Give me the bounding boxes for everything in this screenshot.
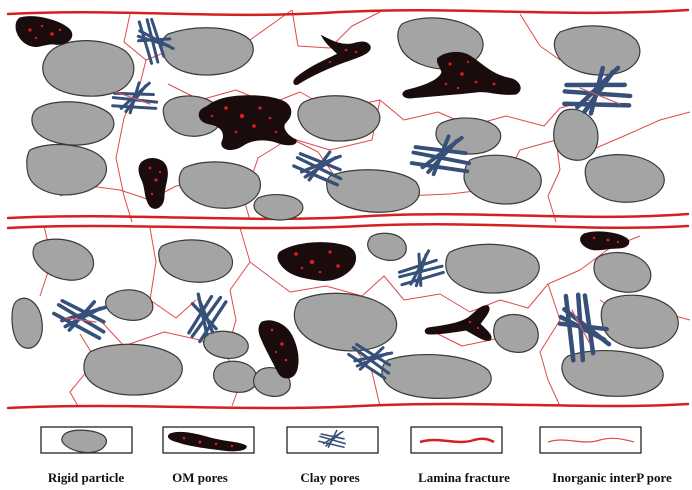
interp-pore [429, 329, 501, 347]
om-particle [198, 95, 297, 150]
rigid-particle [161, 27, 254, 76]
om-particle [277, 242, 356, 281]
legend-item-lamina-fracture: Lamina fracture [410, 426, 510, 485]
clay-clusters [48, 11, 632, 381]
interp-pore [539, 283, 561, 407]
om-particle [402, 51, 521, 99]
om-particle [258, 320, 299, 379]
om-particle [138, 158, 168, 209]
rigid-particle [213, 360, 258, 393]
legend-item-clay-pores: Clay pores [286, 426, 379, 485]
legend-box [539, 426, 642, 454]
legend-box [286, 426, 379, 454]
lamina-fracture-lines [6, 8, 690, 410]
legend-label: Lamina fracture [418, 470, 510, 485]
legend: Rigid particle OM pores Clay pores Lamin… [40, 426, 672, 485]
clay-cluster [48, 290, 113, 341]
rigid-particle [203, 330, 249, 359]
legend-item-inorganic-interp-pore: Inorganic interP pore [539, 426, 672, 485]
rigid-particle [493, 313, 539, 353]
rigid-particle [31, 101, 115, 146]
legend-lamina-swatch [419, 437, 495, 444]
legend-label: Rigid particle [48, 470, 124, 485]
rigid-particle [553, 108, 599, 161]
interp-pore [291, 9, 381, 49]
lamina-fracture-top [6, 8, 690, 17]
om-particle [293, 34, 371, 85]
legend-rigid-swatch [61, 429, 107, 454]
rigid-particle [367, 232, 407, 261]
rigid-particle [105, 289, 154, 321]
interp-pore [547, 139, 561, 223]
rigid-particle [32, 238, 95, 281]
rigid-particle [178, 161, 261, 209]
legend-label: Inorganic interP pore [552, 470, 672, 485]
legend-box [162, 426, 255, 454]
legend-label: OM pores [172, 470, 228, 485]
lamina-fracture-bottom [6, 402, 690, 410]
interp-pore [167, 83, 439, 121]
rigid-particle [83, 343, 183, 396]
rigid-particle [42, 40, 135, 97]
legend-interp-swatch [547, 437, 635, 443]
legend-om-swatch [167, 431, 247, 452]
rigid-particle [326, 169, 421, 213]
rigid-particle [253, 194, 304, 221]
interp-pore [249, 261, 471, 313]
om-particles [15, 16, 630, 379]
legend-label: Clay pores [300, 470, 359, 485]
om-particle [424, 305, 492, 341]
rigid-particle [561, 349, 664, 397]
rigid-particle [553, 25, 641, 76]
rigid-particle [26, 143, 107, 196]
rigid-particles [11, 17, 679, 399]
rigid-particle [463, 154, 542, 205]
legend-item-om-pores: OM pores [162, 426, 255, 485]
rigid-particle [297, 95, 381, 142]
rigid-particle [381, 353, 492, 399]
rigid-particle [600, 294, 679, 349]
interp-pore [519, 13, 561, 61]
rigid-particle [584, 154, 665, 203]
lamina-fracture-lower-mid [6, 223, 690, 230]
om-particle [580, 231, 630, 251]
rigid-particle [11, 297, 43, 349]
legend-item-rigid-particle: Rigid particle [40, 426, 133, 485]
legend-clay-swatch [318, 429, 346, 448]
rigid-particle [293, 292, 398, 352]
interp-pore [115, 13, 147, 223]
lamina-fracture-upper-mid [6, 212, 690, 221]
rigid-particle [593, 251, 652, 293]
legend-box [410, 426, 503, 454]
om-particle [15, 16, 73, 47]
interp-pore [69, 333, 97, 407]
rigid-particle [445, 243, 540, 294]
rigid-particle [158, 239, 234, 283]
